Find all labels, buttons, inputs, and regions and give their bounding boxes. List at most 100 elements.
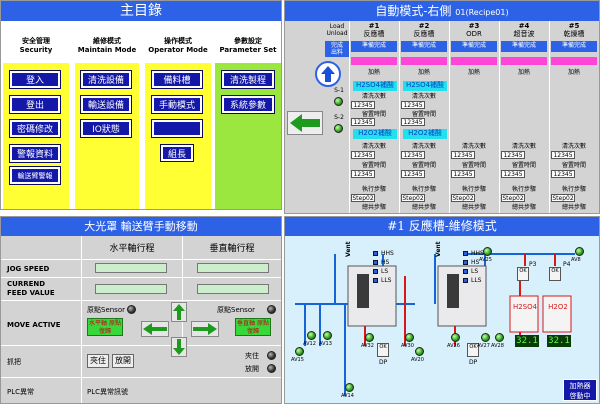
pump-p4-ok-button[interactable]: OK: [549, 267, 561, 281]
feed-value-v-input[interactable]: [197, 284, 269, 294]
login-button[interactable]: 登入: [9, 70, 61, 89]
valve-av32-led[interactable]: [365, 333, 374, 342]
pump-p3-ok-button[interactable]: OK: [517, 267, 529, 281]
h-home-return-button[interactable]: 水平軸 原點復歸: [87, 318, 123, 336]
station-5-indicator: [551, 57, 597, 65]
auto-mode-title-text: 自動模式-右側: [375, 4, 452, 18]
blank-operator-button[interactable]: [151, 119, 203, 138]
clamp-button[interactable]: 夾住: [87, 354, 109, 368]
dp2-ok-text: OK: [469, 344, 477, 350]
station-2-wait-time-2: 留置時間: [411, 162, 436, 169]
move-left-arrow-icon[interactable]: [141, 321, 169, 337]
release-state-led: [267, 364, 276, 373]
move-active-label: MOVE ACTIVE: [7, 321, 61, 329]
move-right-arrow-icon[interactable]: [191, 321, 219, 337]
tank2-sensor-hhs-label: HHS: [471, 250, 484, 257]
station-1-total-step: 總共步驟: [361, 204, 386, 211]
tank1-sensor-lls-led: [373, 278, 378, 283]
station-5-num: #5: [568, 22, 580, 30]
station-2-wash-value-2: 12345: [401, 151, 425, 159]
release-button[interactable]: 放開: [112, 354, 134, 368]
station-1-divider: [349, 21, 350, 213]
station-1-wait-time-2: 留置時間: [361, 162, 386, 169]
valve-av14-label: AV14: [341, 393, 354, 399]
v-home-return-button[interactable]: 垂直軸 原點復歸: [235, 318, 271, 336]
station-4-wash-value-2: 12345: [501, 151, 525, 159]
valve-av28-led[interactable]: [495, 333, 504, 342]
station-4-heat-label: 加熱: [517, 69, 530, 76]
dp-label: DP: [379, 359, 388, 366]
feed-value-label: CURREND FEED VALUE: [7, 280, 55, 297]
dp2-ok-button[interactable]: OK: [467, 343, 479, 357]
logout-button[interactable]: 登出: [9, 95, 61, 114]
system-param-button[interactable]: 系統參數: [221, 95, 275, 114]
valve-av8-led[interactable]: [575, 247, 584, 256]
grid-hline-1: [1, 259, 281, 260]
vent-label-2: Vent: [435, 241, 442, 257]
arm-panel-title: 大光罩 輸送臂手動移動: [1, 217, 281, 236]
valve-av13-led[interactable]: [323, 331, 332, 340]
tank1-sensor-ls-led: [373, 269, 378, 274]
valve-av20-led[interactable]: [415, 347, 424, 356]
station-4-wait-value-2: 12345: [501, 170, 525, 178]
valve-av12-label: AV12: [303, 341, 316, 347]
recipe-label: 01(Recipe01): [455, 8, 509, 17]
transport-equipment-button[interactable]: 輸送設備: [80, 95, 132, 114]
change-password-button[interactable]: 密碼修改: [9, 119, 61, 138]
arm-alarm-button[interactable]: 輸送臂警報: [9, 166, 61, 185]
valve-av15-led[interactable]: [295, 347, 304, 356]
station-4-wait-time-2: 留置時間: [511, 162, 536, 169]
unload-text: Unload: [326, 30, 348, 37]
move-up-arrow-icon[interactable]: [171, 302, 187, 322]
s2-indicator: [334, 124, 343, 133]
cleaning-equipment-button[interactable]: 清洗設備: [80, 70, 132, 89]
jog-speed-h-input[interactable]: [95, 263, 167, 273]
feed-value-h-input[interactable]: [95, 284, 167, 294]
station-4-exec-step: 執行步驟: [511, 186, 536, 193]
station-5-total-step: 總共步驟: [561, 204, 586, 211]
station-1-wait-value-2: 12345: [351, 170, 375, 178]
move-down-arrow-icon[interactable]: [171, 337, 187, 357]
col-vertical-header: 垂直軸行程: [209, 244, 255, 254]
alarm-data-button[interactable]: 警報資料: [9, 144, 61, 163]
clamp-state-led: [267, 351, 276, 360]
station-2-wash-count-2: 清洗次數: [411, 143, 436, 150]
dp2-label: DP: [469, 359, 478, 366]
load-text: Load: [329, 23, 345, 30]
station-2-name: 反應槽: [413, 30, 435, 38]
station-1-indicator: [351, 57, 397, 65]
tank1-sensor-hhs-label: HHS: [381, 250, 394, 257]
io-status-button[interactable]: IO狀態: [80, 119, 132, 138]
supply-tank-button[interactable]: 備料槽: [151, 70, 203, 89]
station-1-num: #1: [368, 22, 380, 30]
tank1-sensor-hs-led: [373, 260, 378, 265]
jog-speed-v-input[interactable]: [197, 263, 269, 273]
valve-av26-led[interactable]: [451, 333, 460, 342]
transfer-left-arrow-icon[interactable]: [287, 111, 323, 135]
station-2-divider: [399, 21, 400, 213]
valve-av25-led[interactable]: [483, 247, 492, 256]
load-up-arrow-icon[interactable]: [315, 61, 341, 87]
reactor-pipe-diagram: [295, 253, 575, 396]
dp-ok-button[interactable]: OK: [377, 343, 389, 357]
station-2-wait-value-2: 12345: [401, 170, 425, 178]
valve-av12-led[interactable]: [307, 331, 316, 340]
plc-error-message: PLC異常訊號: [87, 388, 129, 396]
cleaning-process-button[interactable]: 清洗製程: [221, 70, 275, 89]
station-1-wash-value-2: 12345: [351, 151, 375, 159]
auto-mode-panel: 自動模式-右側 01(Recipe01) Load Unload 完成 出料 S…: [284, 0, 600, 214]
valve-av30-led[interactable]: [405, 333, 414, 342]
valve-av27-led[interactable]: [481, 333, 490, 342]
team-leader-button[interactable]: 組長: [160, 144, 194, 162]
load-label: Load Unload: [325, 23, 349, 37]
valve-av8-label: AV8: [571, 257, 581, 263]
tank2-sensor-hs-led: [463, 260, 468, 265]
valve-av14-led[interactable]: [345, 383, 354, 392]
heater-status-button[interactable]: 加熱器 啓動中: [563, 379, 597, 401]
station-5-status: 準備完成: [551, 41, 597, 52]
station-2-total-step: 總共步驟: [411, 204, 436, 211]
manual-mode-button[interactable]: 手動模式: [151, 95, 203, 114]
station-5-wait-value-2: 12345: [551, 170, 575, 178]
station-1-wait-value: 12345: [351, 118, 375, 126]
